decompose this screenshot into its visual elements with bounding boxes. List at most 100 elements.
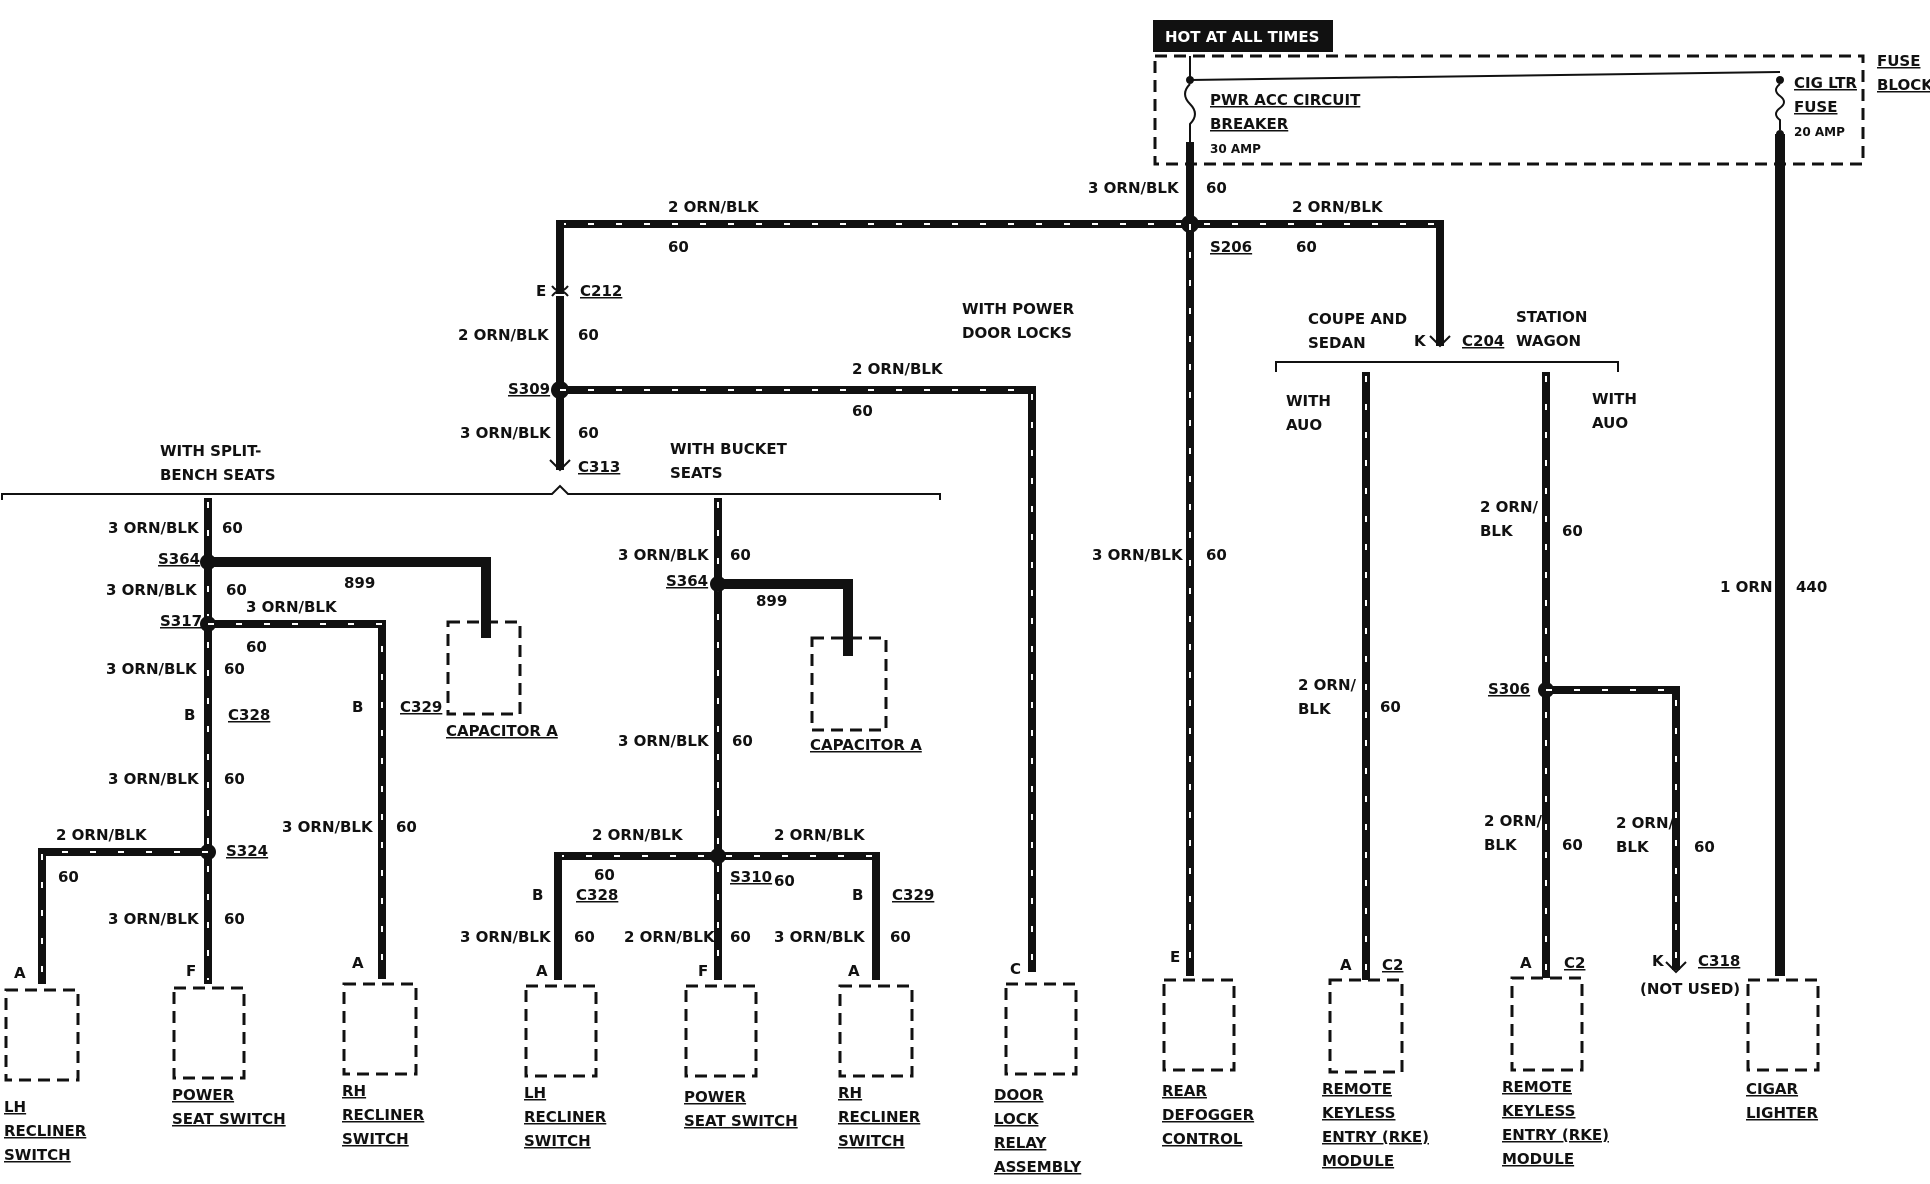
diagram-label: 440 <box>1796 578 1827 596</box>
diagram-label: 2 ORN/BLK <box>458 326 550 344</box>
breaker-symbol <box>1184 83 1196 144</box>
diagram-label: A <box>14 964 26 982</box>
diagram-label: 60 <box>574 928 595 946</box>
wire-segment <box>718 579 853 656</box>
cig-fuse-label-2: FUSE <box>1794 98 1837 116</box>
diagram-label: SWITCH <box>838 1132 905 1150</box>
diagram-label: 60 <box>246 638 267 656</box>
diagram-label: 60 <box>668 238 689 256</box>
diagram-label: A <box>536 962 548 980</box>
diagram-label: 60 <box>1380 698 1401 716</box>
splice-node <box>1186 76 1194 84</box>
diagram-label: 3 ORN/BLK <box>108 519 200 537</box>
diagram-label: WAGON <box>1516 332 1581 350</box>
wire-segment <box>1 484 941 500</box>
diagram-label: CONTROL <box>1162 1130 1243 1148</box>
diagram-label: 2 ORN/ <box>1480 498 1539 516</box>
breaker-rating: 30 AMP <box>1210 142 1261 156</box>
wire-segment <box>38 848 212 984</box>
diagram-label: WITH BUCKET <box>670 440 788 458</box>
diagram-label: 60 <box>1562 522 1583 540</box>
diagram-label: 899 <box>756 592 787 610</box>
diagram-label: 60 <box>732 732 753 750</box>
diagram-label: 60 <box>222 519 243 537</box>
diagram-label: 3 ORN/BLK <box>106 581 198 599</box>
diagram-label: K <box>1414 332 1427 350</box>
diagram-label: REAR <box>1162 1082 1207 1100</box>
diagram-label: RECLINER <box>524 1108 607 1126</box>
diagram-label: RECLINER <box>838 1108 921 1126</box>
diagram-label: SWITCH <box>342 1130 409 1148</box>
diagram-label: A <box>848 962 860 980</box>
diagram-label: 60 <box>578 326 599 344</box>
wire-segment <box>560 389 1033 968</box>
diagram-label: WITH SPLIT- <box>160 442 261 460</box>
diagram-label: S310 <box>730 868 772 886</box>
diagram-label: SEDAN <box>1308 334 1366 352</box>
diagram-label: POWER <box>684 1088 747 1106</box>
diagram-label: CIGAR <box>1746 1080 1799 1098</box>
wire-segment <box>208 623 383 975</box>
diagram-label: 2 ORN/ <box>1298 676 1357 694</box>
cig-fuse-symbol <box>1775 83 1785 130</box>
diagram-label: 2 ORN/BLK <box>774 826 866 844</box>
diagram-label: S306 <box>1488 680 1530 698</box>
diagram-label: S317 <box>160 612 202 630</box>
diagram-label: C313 <box>578 458 620 476</box>
wire-segment <box>556 386 1036 972</box>
diagram-label: BLK <box>1484 836 1518 854</box>
diagram-label: 60 <box>396 818 417 836</box>
rke-module-wagon <box>1510 976 1584 1072</box>
diagram-label: LH <box>4 1098 26 1116</box>
diagram-label: 3 ORN/BLK <box>106 660 198 678</box>
diagram-label: RECLINER <box>342 1106 425 1124</box>
diagram-label: 2 ORN/ <box>1616 814 1675 832</box>
diagram-label: 3 ORN/BLK <box>774 928 866 946</box>
diagram-label: LOCK <box>994 1110 1040 1128</box>
diagram-label: 60 <box>890 928 911 946</box>
cig-fuse-label-1: CIG LTR <box>1794 74 1857 92</box>
diagram-label: B <box>852 886 863 904</box>
diagram-label: 60 <box>224 770 245 788</box>
diagram-label: DEFOGGER <box>1162 1106 1255 1124</box>
diagram-label: REMOTE <box>1322 1080 1392 1098</box>
wire-segment <box>1665 961 1687 974</box>
diagram-label: C328 <box>576 886 618 904</box>
diagram-label: 60 <box>58 868 79 886</box>
diagram-label: A <box>1340 956 1352 974</box>
diagram-label: C212 <box>580 282 622 300</box>
diagram-label: 1 ORN <box>1720 578 1773 596</box>
diagram-label: 60 <box>578 424 599 442</box>
diagram-label: 60 <box>730 928 751 946</box>
wire-segment <box>1546 689 1677 966</box>
lh-recliner-switch-bucket <box>524 984 598 1078</box>
diagram-label: 3 ORN/BLK <box>460 424 552 442</box>
diagram-label: WITH POWER <box>962 300 1075 318</box>
diagram-label: 60 <box>224 660 245 678</box>
diagram-label: 60 <box>730 546 751 564</box>
diagram-label: S309 <box>508 380 550 398</box>
diagram-label: BLK <box>1480 522 1514 540</box>
diagram-label: B <box>532 886 543 904</box>
diagram-label: (NOT USED) <box>1640 980 1740 998</box>
diagram-label: 60 <box>1206 546 1227 564</box>
fuse-block-outline <box>1153 54 1865 166</box>
diagram-label: MODULE <box>1322 1152 1394 1170</box>
diagram-label: F <box>186 962 196 980</box>
diagram-label: 899 <box>344 574 375 592</box>
wire-segment <box>1429 335 1451 348</box>
diagram-label: DOOR <box>994 1086 1044 1104</box>
hot-at-all-times-banner <box>1153 20 1333 52</box>
diagram-label: SEATS <box>670 464 723 482</box>
diagram-label: A <box>352 954 364 972</box>
diagram-label: K <box>1652 952 1665 970</box>
diagram-label: S364 <box>158 550 200 568</box>
diagram-label: 2 ORN/BLK <box>852 360 944 378</box>
diagram-label: KEYLESS <box>1502 1102 1575 1120</box>
diagram-label: ENTRY (RKE) <box>1322 1128 1429 1146</box>
diagram-label: REMOTE <box>1502 1078 1572 1096</box>
diagram-label: SEAT SWITCH <box>172 1110 286 1128</box>
cig-fuse-rating: 20 AMP <box>1794 125 1845 139</box>
diagram-label: 3 ORN/BLK <box>108 910 200 928</box>
